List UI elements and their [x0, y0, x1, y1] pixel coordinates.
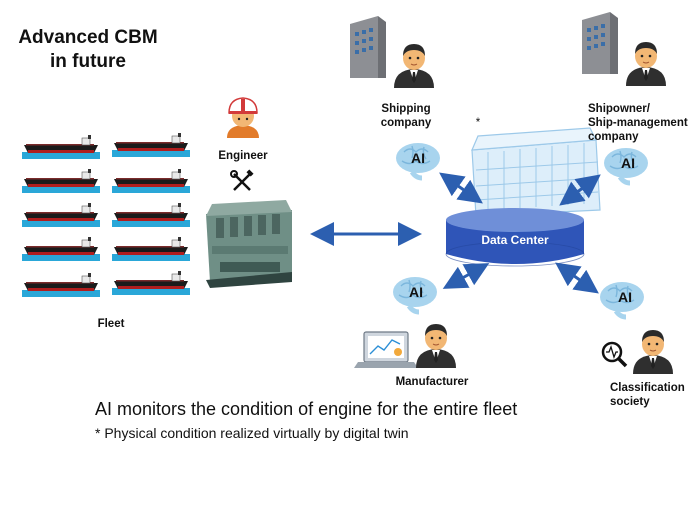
arrow-ai-top-left [439, 172, 483, 204]
title-line-2: in future [50, 51, 126, 72]
diagram-title: Advanced CBM in future [8, 26, 168, 74]
building-icon [350, 16, 386, 78]
classification-line-2: society [610, 396, 650, 408]
tools-icon [230, 169, 254, 191]
person-icon [625, 41, 667, 87]
arrow-ai-bottom-right [555, 262, 599, 294]
manufacturer-label: Manufacturer [395, 376, 469, 388]
digital-twin-marker: * [475, 117, 481, 129]
ship-icon [111, 168, 191, 194]
shipping-company-label: Shipping company [366, 102, 446, 130]
engine-icon [206, 200, 292, 288]
shipping-company-line-1: Shipping [381, 103, 431, 115]
shipowner-line-2: Ship-management [588, 117, 688, 129]
fleet-ships [21, 132, 191, 298]
footer-main-text: AI monitors the condition of engine for … [95, 399, 518, 419]
ship-icon [21, 272, 101, 298]
shipowner-line-1: Shipowner/ [588, 103, 650, 115]
ship-icon [111, 132, 191, 158]
arrow-ai-top-right [559, 174, 601, 206]
ship-icon [111, 270, 191, 296]
ship-icon [21, 236, 101, 262]
classification-society-label: Classification society [610, 381, 700, 409]
building-icon [582, 12, 618, 74]
laptop-icon [354, 331, 418, 368]
classification-line-1: Classification [610, 382, 685, 394]
ship-icon [111, 236, 191, 262]
footer-note-text: * Physical condition realized virtually … [95, 425, 409, 441]
ai-label-bottom-left: AI [409, 284, 423, 300]
data-center-label: Data Center [481, 233, 549, 247]
ship-icon [21, 134, 101, 160]
shipowner-line-3: company [588, 131, 639, 143]
fleet-label: Fleet [97, 318, 125, 330]
database-icon [445, 208, 585, 267]
shipowner-label: Shipowner/ Ship-management company [588, 102, 698, 144]
title-line-1: Advanced CBM [18, 27, 158, 48]
ship-icon [21, 202, 101, 228]
magnifier-icon [601, 341, 628, 368]
person-icon [393, 43, 435, 89]
ai-label-top-left: AI [411, 150, 425, 166]
engineer-label: Engineer [218, 150, 268, 162]
ai-label-top-right: AI [621, 155, 635, 171]
arrow-ai-bottom-left [442, 263, 490, 289]
shipping-company-line-2: company [380, 117, 432, 129]
helmet-person-icon [227, 97, 259, 138]
person-icon [632, 329, 674, 375]
ship-icon [21, 168, 101, 194]
digital-twin-engine-icon [471, 127, 601, 217]
ai-label-bottom-right: AI [618, 289, 632, 305]
person-icon [415, 323, 457, 369]
ship-icon [111, 202, 191, 228]
